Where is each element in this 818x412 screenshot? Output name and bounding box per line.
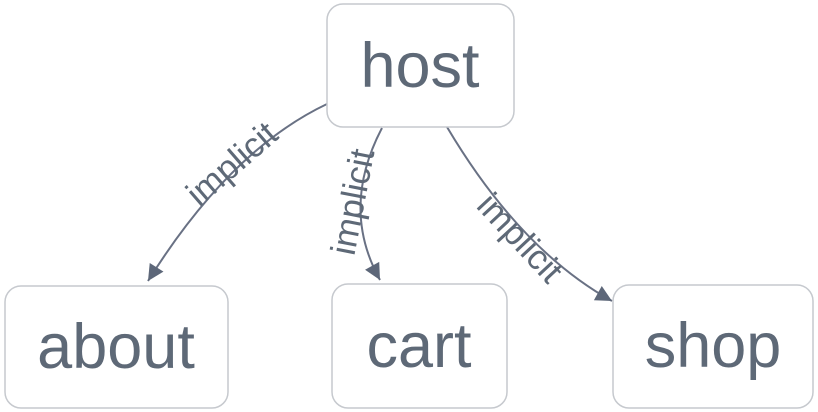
- node-cart[interactable]: cart: [331, 283, 508, 409]
- edge-label-host-about: implicit: [179, 114, 286, 214]
- node-host[interactable]: host: [326, 3, 515, 128]
- node-host-shape: [326, 3, 515, 128]
- edge-host-cart: implicit: [324, 127, 383, 281]
- edge-line-host-about: [147, 103, 328, 282]
- node-shop-label: shop: [645, 311, 782, 381]
- node-host-label: host: [360, 31, 480, 101]
- edge-line-host-shop: [446, 126, 613, 302]
- edge-line-host-cart: [359, 127, 383, 281]
- edge-host-shop: implicit: [446, 126, 613, 302]
- node-shop[interactable]: shop: [612, 284, 814, 409]
- node-shop-shape: [612, 284, 814, 409]
- node-cart-label: cart: [366, 311, 472, 381]
- node-about-shape: [4, 285, 229, 409]
- node-about[interactable]: about: [4, 285, 229, 409]
- edge-label-host-shop: implicit: [469, 186, 571, 291]
- node-cart-shape: [331, 283, 508, 409]
- node-about-label: about: [37, 312, 195, 382]
- edge-host-about: implicit: [147, 103, 328, 282]
- edge-label-host-cart: implicit: [324, 146, 383, 259]
